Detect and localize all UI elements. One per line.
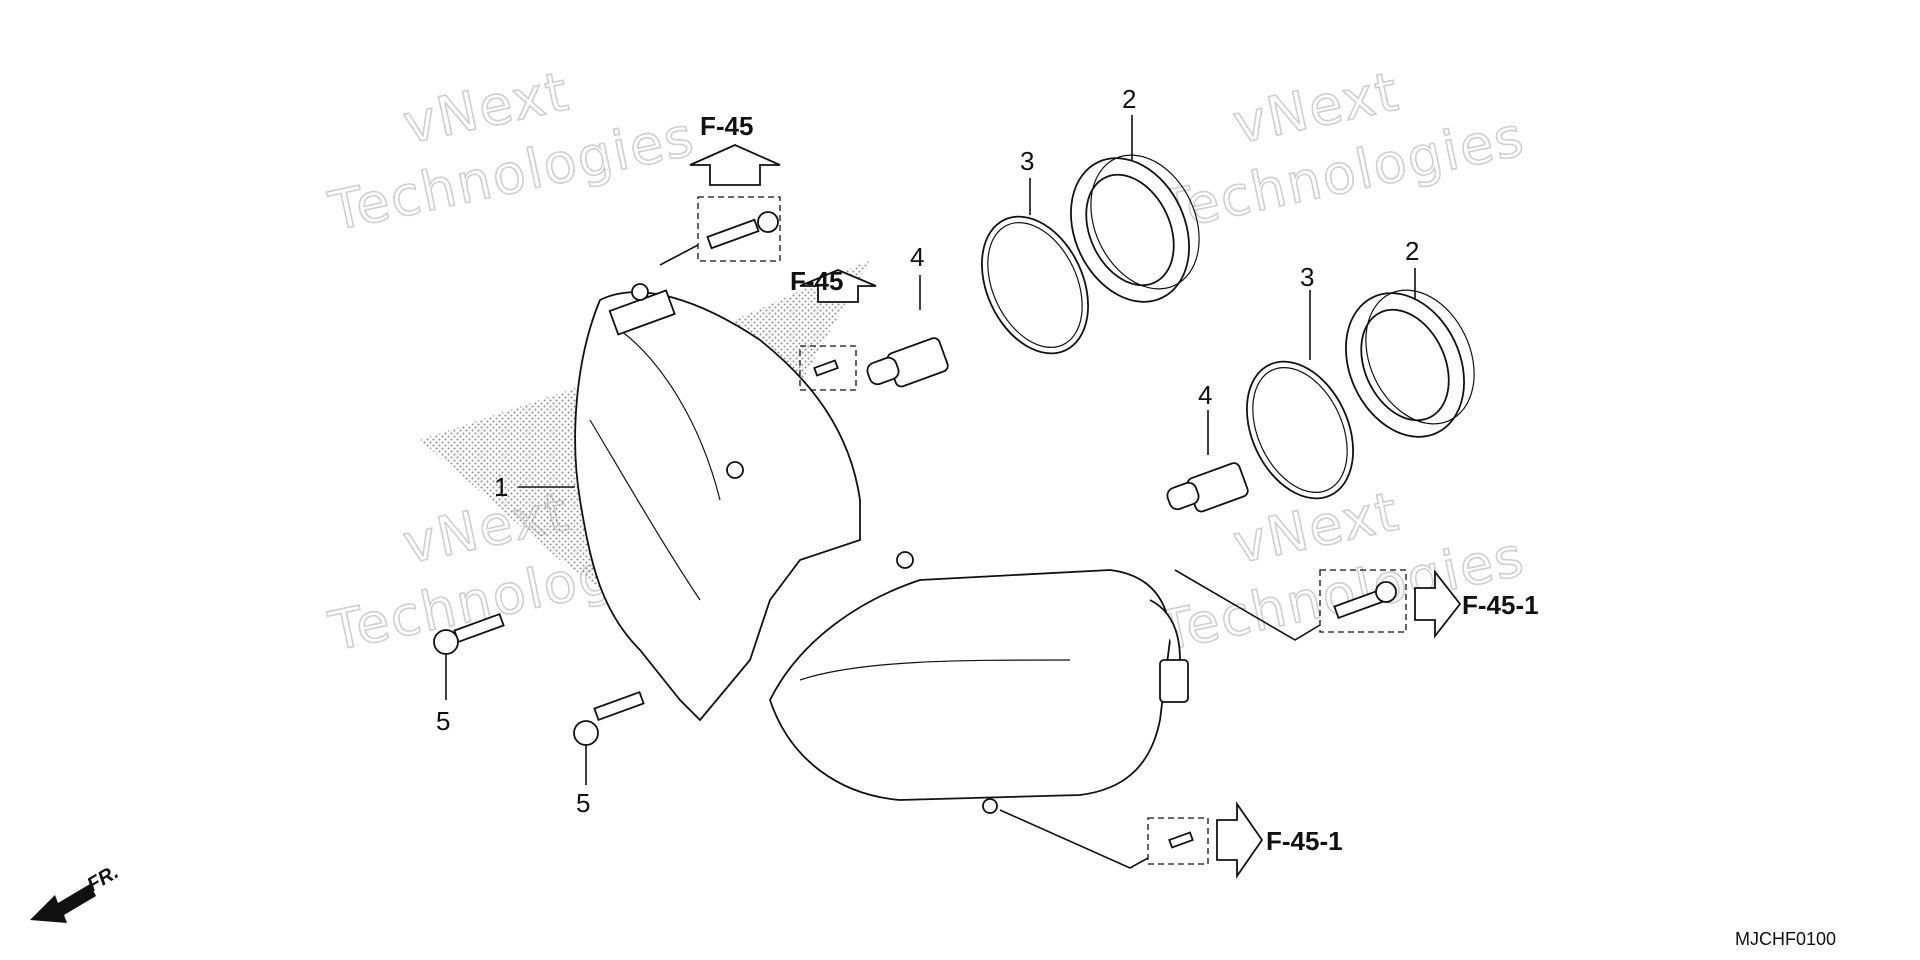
wire-lead bbox=[1149, 599, 1181, 661]
callout-3-lower: 3 bbox=[1300, 262, 1314, 292]
callout-3-upper: 3 bbox=[1020, 146, 1034, 176]
up-arrow-mid bbox=[799, 269, 877, 303]
callout-4-lower: 4 bbox=[1198, 380, 1212, 410]
callout-5-upper: 5 bbox=[436, 706, 450, 736]
headlight-housing bbox=[574, 291, 861, 722]
leader-line bbox=[999, 809, 1149, 869]
leader-line bbox=[1174, 569, 1321, 641]
ref-label-f451-bottom: F-45-1 bbox=[1266, 826, 1343, 856]
screw-small-bottom bbox=[1168, 831, 1194, 849]
dust-cover-lower bbox=[1345, 289, 1475, 438]
up-arrow-top bbox=[689, 144, 781, 186]
bolt-5-lower bbox=[573, 690, 645, 746]
housing-rib bbox=[619, 329, 721, 501]
front-arrow-icon bbox=[30, 884, 96, 923]
housing-tab bbox=[608, 289, 676, 336]
bulb-upper bbox=[866, 337, 949, 388]
callout-2-upper: 2 bbox=[1122, 84, 1136, 114]
seal-ring-upper bbox=[981, 215, 1089, 355]
ref-label-f45-top: F-45 bbox=[700, 111, 753, 141]
housing-rib bbox=[589, 419, 701, 601]
mount-hole bbox=[726, 461, 744, 479]
screw-small-mid bbox=[813, 359, 839, 377]
bolt-right bbox=[1333, 581, 1397, 620]
lower-mount bbox=[982, 798, 998, 814]
ref-box-right bbox=[1319, 569, 1407, 633]
connector bbox=[1159, 659, 1189, 703]
callout-2-lower: 2 bbox=[1405, 236, 1419, 266]
bulb-lower bbox=[1166, 462, 1249, 513]
right-arrow-upper bbox=[1414, 569, 1462, 639]
bolt-top bbox=[706, 211, 779, 250]
mount-hole bbox=[631, 283, 649, 301]
right-arrow-lower bbox=[1216, 801, 1264, 879]
callout-4-upper: 4 bbox=[910, 242, 924, 272]
lens-edge-line bbox=[799, 659, 1071, 681]
ref-box-bottom bbox=[1147, 817, 1209, 865]
bolt-5-upper bbox=[433, 612, 505, 655]
ref-box-top bbox=[697, 196, 781, 262]
dust-cover-upper bbox=[1070, 154, 1200, 303]
headlight-assembly bbox=[574, 283, 1189, 814]
front-direction-indicator: FR. bbox=[30, 861, 122, 923]
diagram-code: MJCHF0100 bbox=[1735, 929, 1836, 949]
ref-label-f451-right: F-45-1 bbox=[1462, 590, 1539, 620]
headlight-lens bbox=[769, 569, 1171, 801]
callout-5-lower: 5 bbox=[576, 788, 590, 818]
callout-1: 1 bbox=[494, 472, 508, 502]
leader-line bbox=[659, 244, 699, 266]
seal-ring-lower bbox=[1246, 360, 1354, 500]
mount-hole bbox=[896, 551, 914, 569]
ref-label-f45-mid: F-45 bbox=[790, 266, 843, 296]
